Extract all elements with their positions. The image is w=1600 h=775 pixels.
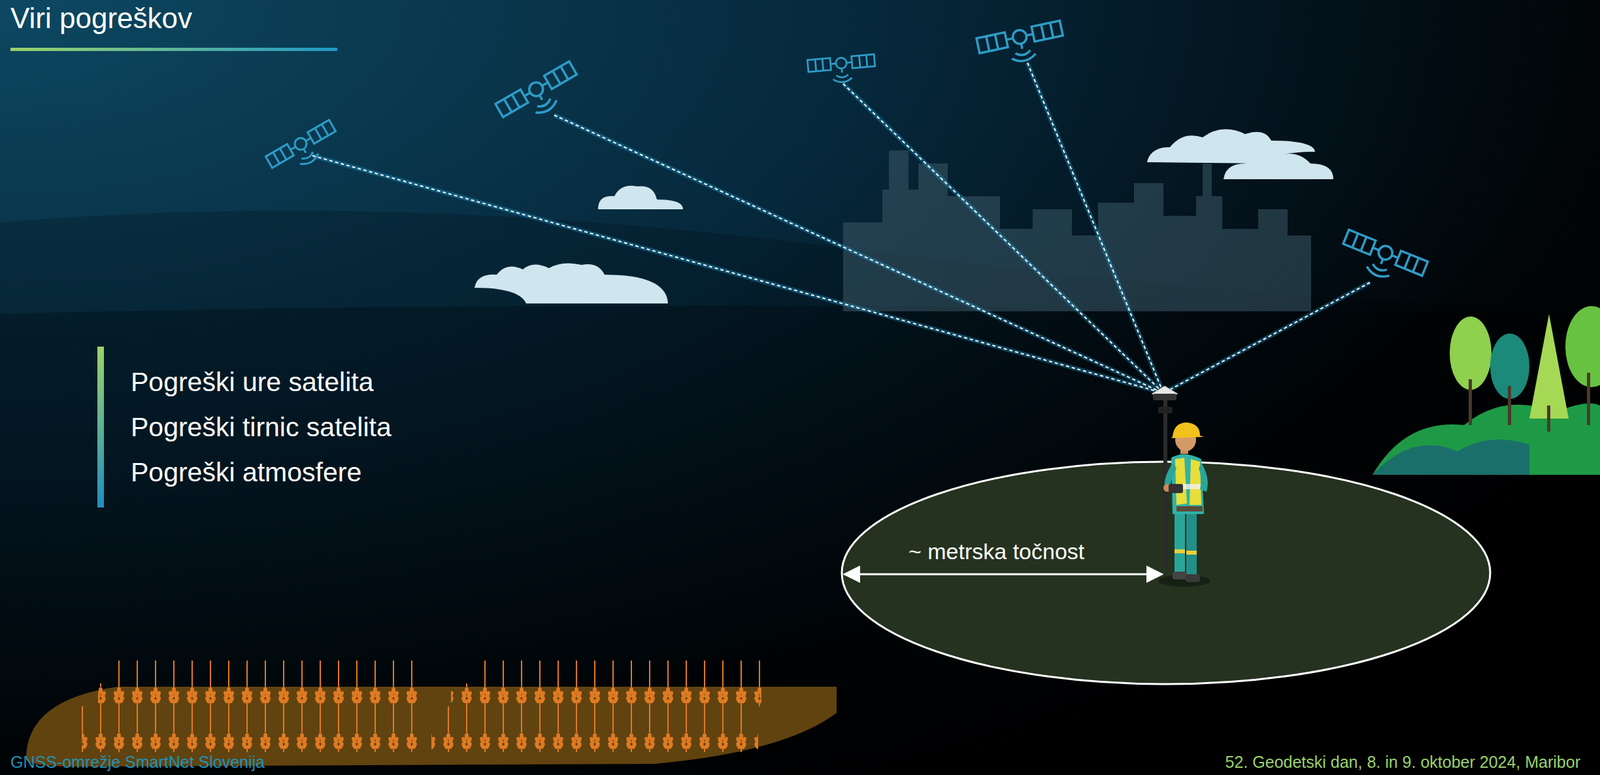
footer-right: 52. Geodetski dan, 8. in 9. oktober 2024…	[1225, 751, 1581, 772]
footer-right-wrap: 52. Geodetski dan, 8. in 9. oktober 2024…	[1225, 751, 1581, 772]
error-item: Pogreški ure satelita	[130, 366, 374, 399]
slide-title: Viri pogreškov	[10, 1, 193, 36]
error-item: Pogreški atmosfere	[130, 456, 362, 489]
footer-left-wrap: GNSS-omrežje SmartNet Slovenija	[10, 751, 265, 772]
error-item-wrap: Pogreški tirnic satelita	[130, 411, 392, 444]
accuracy-label: ~ metrska točnost	[908, 537, 1085, 565]
error-item-wrap: Pogreški ure satelita	[130, 366, 374, 399]
error-item: Pogreški tirnic satelita	[130, 411, 392, 444]
error-item-wrap: Pogreški atmosfere	[130, 456, 362, 489]
title-wrap: Viri pogreškov	[10, 1, 193, 36]
footer-left: GNSS-omrežje SmartNet Slovenija	[10, 751, 265, 772]
